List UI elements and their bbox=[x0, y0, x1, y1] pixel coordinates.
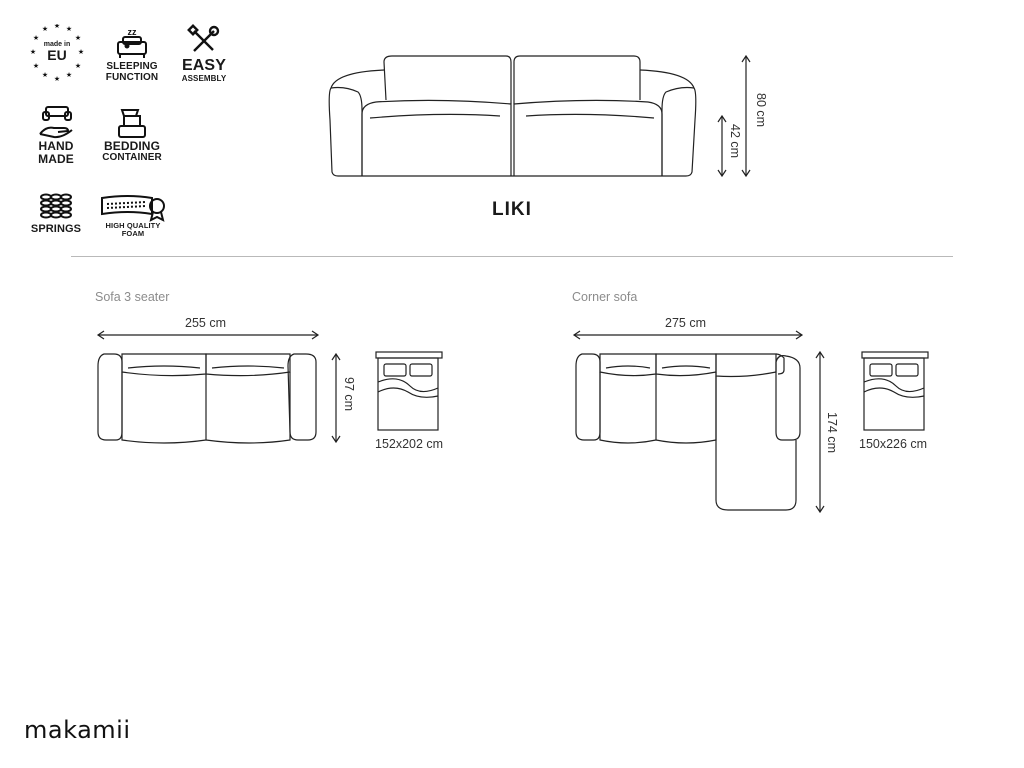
springs-icon bbox=[40, 193, 72, 219]
svg-text:★: ★ bbox=[33, 62, 39, 70]
sofa3-depth-arrow bbox=[331, 352, 341, 444]
height-seat-label: 42 cm bbox=[728, 124, 742, 159]
svg-text:★: ★ bbox=[75, 62, 81, 70]
bedding-label: BEDDING bbox=[103, 139, 161, 153]
sleeping-icon: zz bbox=[117, 27, 147, 58]
corner-bed-icon bbox=[861, 351, 929, 431]
feature-sleeping-function: zz SLEEPING FUNCTION bbox=[100, 24, 164, 83]
made-label: MADE bbox=[38, 151, 74, 166]
svg-text:★: ★ bbox=[75, 34, 81, 42]
sofa3-bed-size-label: 152x202 cm bbox=[375, 437, 444, 451]
easy-label: EASY bbox=[182, 57, 226, 74]
feature-high-quality-foam: HIGH QUALITY FOAM bbox=[96, 192, 170, 238]
foam-badge-icon bbox=[101, 195, 165, 222]
sofa3-width-arrow bbox=[96, 330, 320, 340]
section-divider bbox=[71, 256, 953, 257]
wrench-screwdriver-icon bbox=[187, 24, 220, 52]
foam-label-2: FOAM bbox=[121, 228, 145, 238]
svg-text:zz: zz bbox=[128, 27, 138, 37]
springs-label: SPRINGS bbox=[30, 223, 82, 235]
corner-depth-arrow bbox=[815, 350, 825, 514]
hand-sofa-icon bbox=[39, 106, 73, 139]
corner-section-label: Corner sofa bbox=[572, 290, 638, 304]
corner-width-arrow bbox=[572, 330, 804, 340]
container-label: CONTAINER bbox=[102, 151, 162, 163]
svg-text:★: ★ bbox=[42, 25, 48, 33]
corner-width-label: 275 cm bbox=[665, 316, 706, 330]
svg-text:★: ★ bbox=[78, 48, 84, 56]
height-total-label: 80 cm bbox=[754, 93, 768, 128]
svg-text:★: ★ bbox=[66, 71, 72, 79]
feature-easy-assembly: EASY ASSEMBLY bbox=[176, 24, 232, 83]
feature-springs: SPRINGS bbox=[28, 192, 84, 236]
sofa3-depth-label: 97 cm bbox=[342, 377, 356, 412]
sleeping-label-1: SLEEPING bbox=[106, 61, 158, 72]
feature-bedding-container: BEDDING CONTAINER bbox=[100, 104, 164, 163]
svg-text:★: ★ bbox=[54, 75, 60, 82]
corner-top-view bbox=[575, 353, 801, 511]
height-arrows bbox=[717, 54, 751, 178]
front-view-sofa bbox=[328, 55, 697, 177]
svg-text:★: ★ bbox=[33, 34, 39, 42]
feature-made-in-eu: ★ ★ ★ ★ ★ ★ ★ ★ ★ ★ ★ ★ made in EU bbox=[28, 24, 86, 82]
bedding-box-icon bbox=[118, 109, 146, 138]
corner-depth-label: 174 cm bbox=[825, 412, 839, 453]
eu-label: EU bbox=[47, 47, 67, 63]
brand-logo: makamii bbox=[24, 716, 131, 744]
assembly-label: ASSEMBLY bbox=[181, 73, 227, 83]
sofa3-bed-icon bbox=[375, 351, 443, 431]
sofa3-top-view bbox=[97, 353, 317, 444]
hand-label: HAND bbox=[38, 139, 74, 153]
foam-label-1: HIGH QUALITY bbox=[105, 221, 161, 230]
svg-text:★: ★ bbox=[54, 24, 60, 30]
svg-text:★: ★ bbox=[30, 48, 36, 56]
eu-stars-icon: ★ ★ ★ ★ ★ ★ ★ ★ ★ ★ ★ ★ bbox=[30, 24, 84, 82]
feature-hand-made: HAND MADE bbox=[30, 104, 82, 165]
sleeping-label-2: FUNCTION bbox=[105, 71, 159, 83]
corner-bed-size-label: 150x226 cm bbox=[859, 437, 928, 451]
sofa3-section-label: Sofa 3 seater bbox=[95, 290, 170, 304]
product-title: LIKI bbox=[492, 199, 532, 220]
sofa3-width-label: 255 cm bbox=[185, 316, 226, 330]
made-in-label: made in bbox=[43, 41, 71, 48]
svg-text:★: ★ bbox=[66, 25, 72, 33]
svg-text:★: ★ bbox=[42, 71, 48, 79]
